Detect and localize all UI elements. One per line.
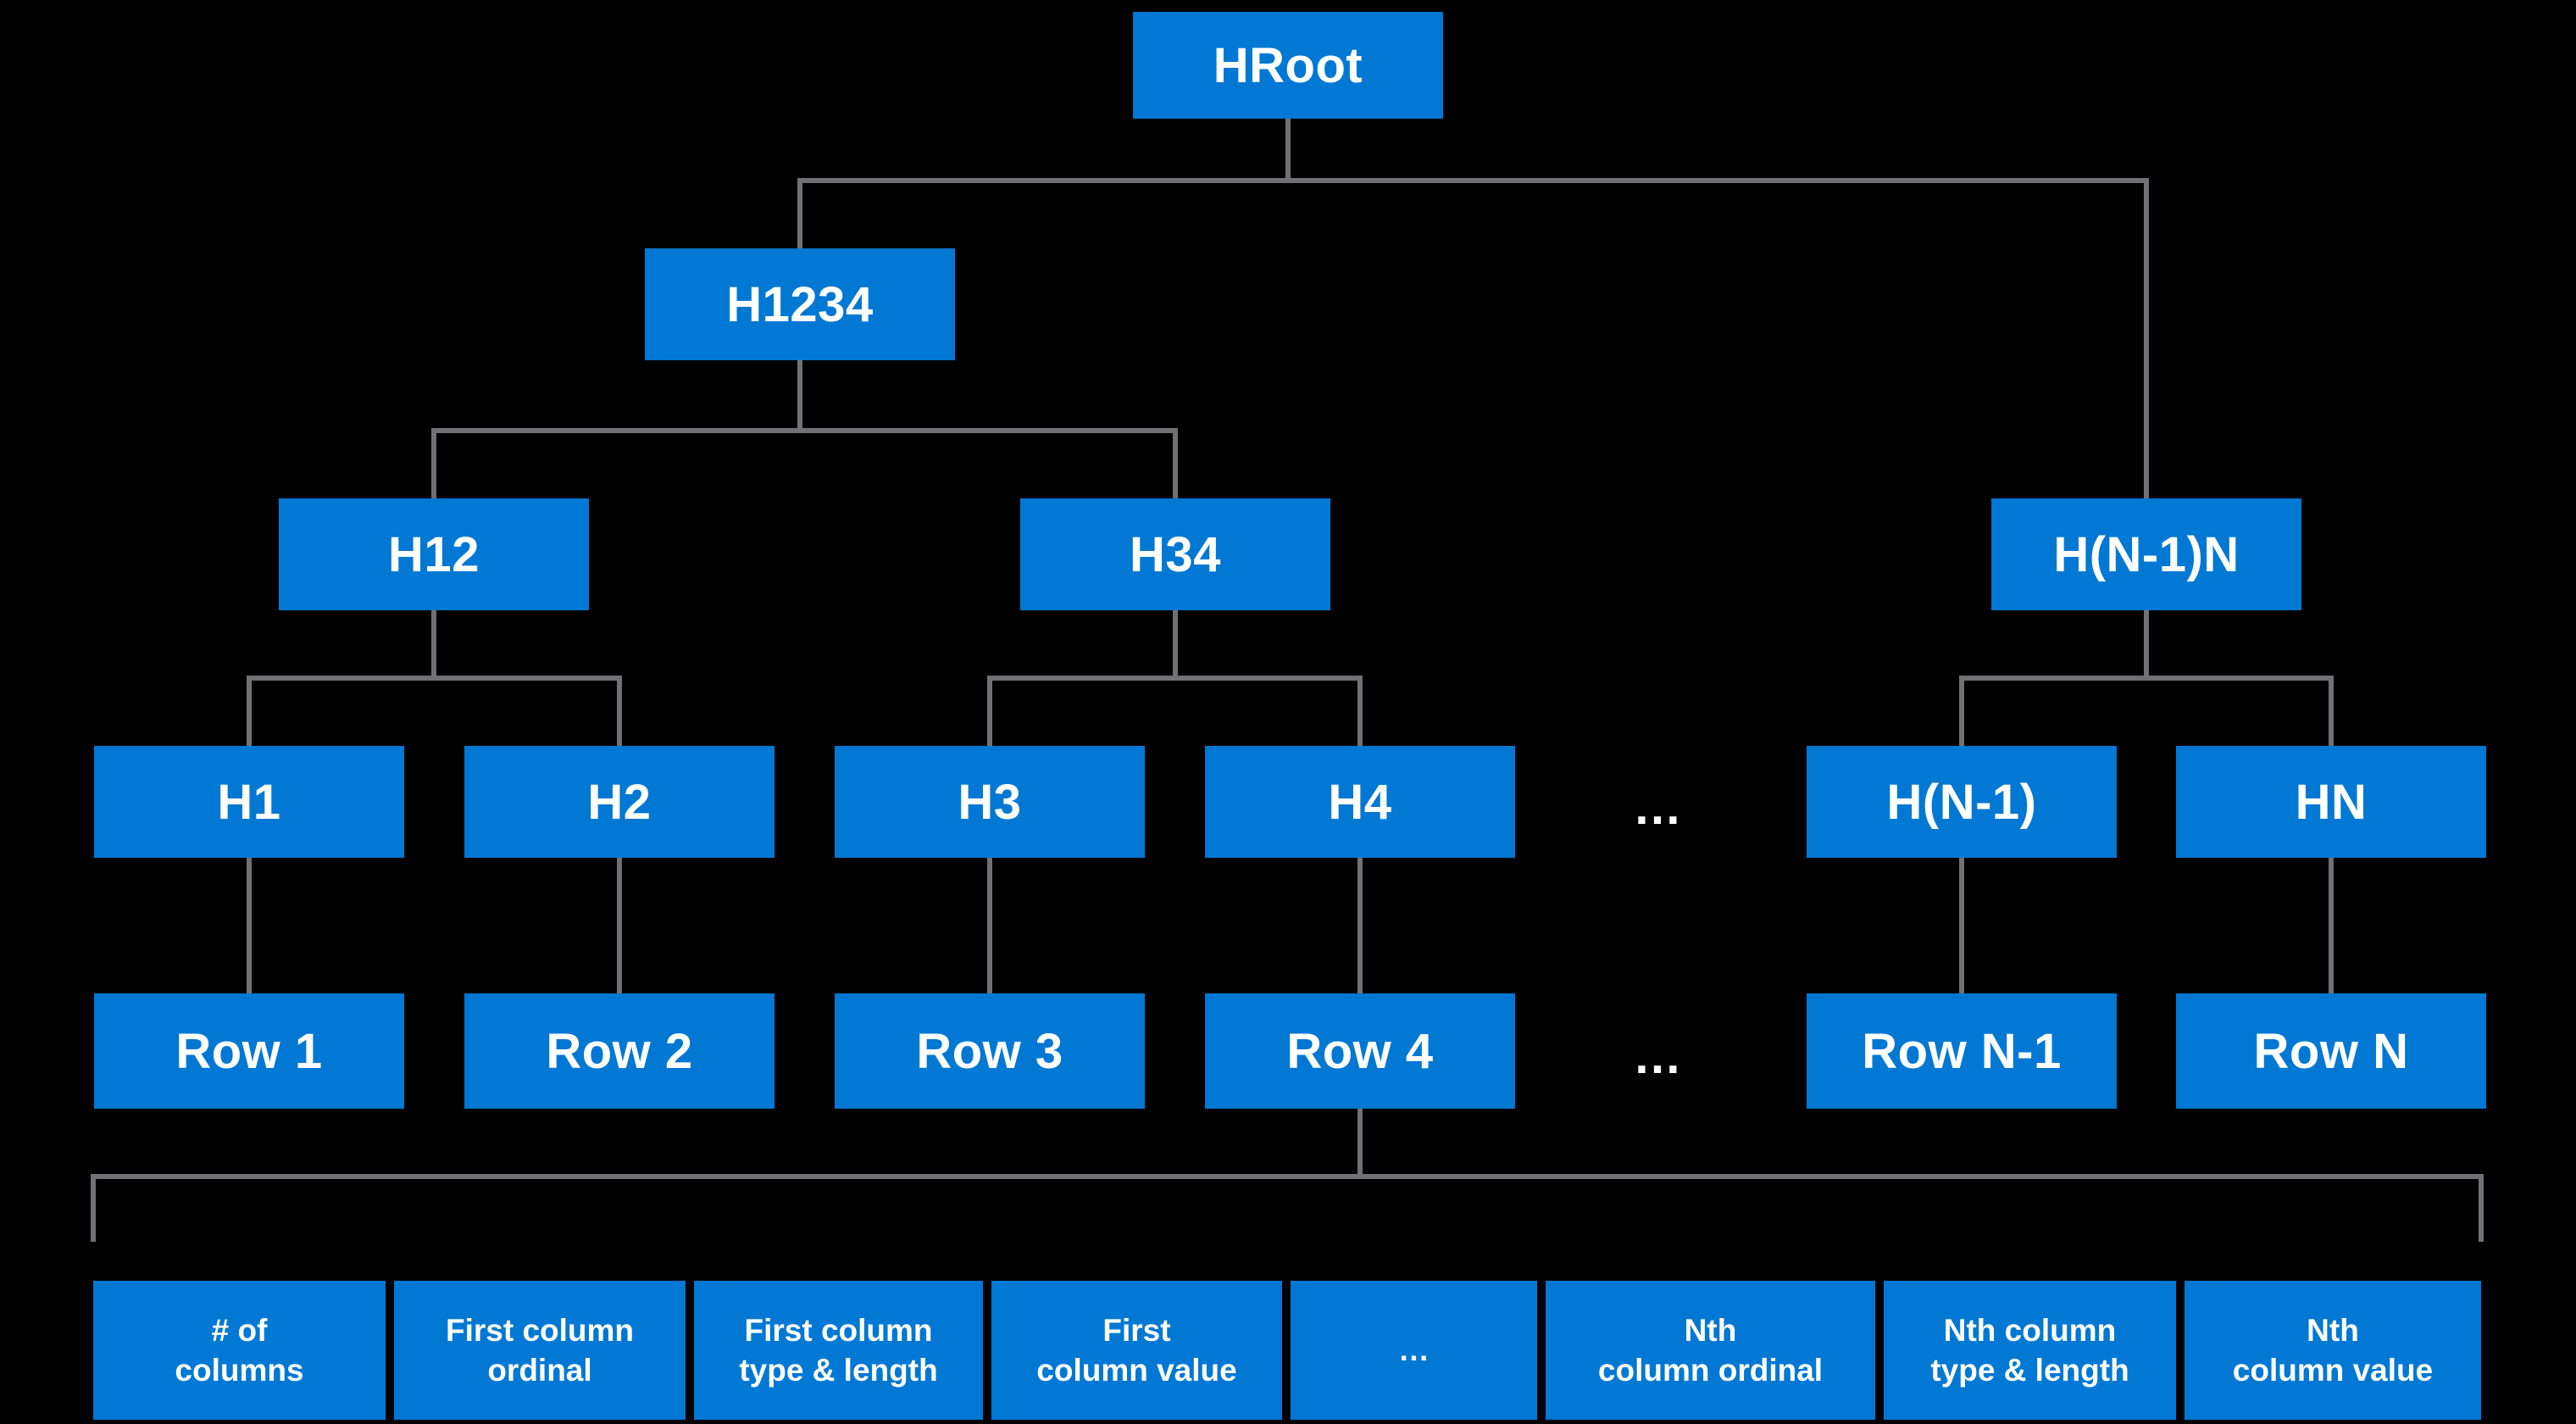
connector-vertical [1357,858,1363,993]
node-label: HRoot [1213,37,1363,93]
field-first-value: First column value [991,1281,1282,1420]
node-row-n: Row N [2176,993,2486,1109]
connector-vertical [1173,610,1178,681]
node-label: H(N-1) [1886,774,2037,830]
node-h1234: H1234 [645,248,955,360]
node-hn-1n: H(N-1)N [1991,498,2301,610]
node-label: H1234 [726,276,874,332]
field-label-line: First [1102,1312,1171,1348]
field-label-line: … [1398,1332,1430,1368]
field-label-line: Nth [1684,1312,1737,1348]
connector-vertical [2329,676,2334,746]
connector-vertical [247,676,252,746]
node-label: H2 [587,774,652,830]
node-row-2: Row 2 [464,993,774,1109]
field-label-line: type & length [1930,1353,2129,1388]
connector-vertical [91,1174,96,1242]
field-nth-ordinal: Nth column ordinal [1546,1281,1875,1420]
field-label-line: ordinal [487,1353,592,1388]
connector-vertical [987,858,992,993]
node-label: H4 [1328,774,1392,830]
field-field-ellipsis: … [1291,1281,1537,1420]
node-label: Row N-1 [1862,1023,2062,1079]
field-label-line: First column [744,1312,933,1348]
field-label-line: type & length [739,1353,938,1388]
field-label-line: column value [1036,1353,1237,1388]
field-first-type-length: First column type & length [694,1281,983,1420]
node-label: Row 1 [175,1023,323,1079]
connector-vertical [247,858,252,993]
field-label-line: First column [445,1312,635,1348]
node-label: Row 2 [546,1023,693,1079]
connector-vertical [431,428,436,498]
field-label-line: columns [175,1353,304,1388]
connector-horizontal [431,428,1178,433]
field-num-columns: # of columns [93,1281,386,1420]
connector-vertical [1959,858,1964,993]
node-label: H34 [1130,526,1221,582]
connector-vertical [2479,1174,2484,1242]
node-h2: H2 [464,746,774,858]
node-label: H(N-1)N [2053,526,2240,582]
connector-vertical [1357,676,1363,746]
field-first-ordinal: First column ordinal [394,1281,686,1420]
node-hroot: HRoot [1133,12,1443,119]
hash-level-ellipsis: … [1633,779,1689,835]
connector-vertical [987,676,992,746]
node-h34: H34 [1020,498,1330,610]
node-row-3: Row 3 [835,993,1145,1109]
node-label: H12 [388,526,480,582]
connector-vertical [1285,119,1291,183]
connector-vertical [2144,610,2149,681]
connector-vertical [1357,1109,1363,1179]
field-nth-type-length: Nth column type & length [1884,1281,2176,1420]
connector-vertical [617,858,622,993]
field-label-line: Nth column [1943,1312,2117,1348]
node-hn: HN [2176,746,2486,858]
node-h3: H3 [835,746,1145,858]
connector-vertical [797,178,802,248]
connector-vertical [617,676,622,746]
node-h4: H4 [1205,746,1515,858]
field-label-line: column ordinal [1597,1353,1824,1388]
connector-vertical [2144,178,2149,498]
node-hn-1: H(N-1) [1807,746,2117,858]
connector-vertical [431,610,436,681]
node-label: HN [2295,774,2368,830]
connector-vertical [2329,858,2334,993]
connector-horizontal [91,1174,2484,1179]
connector-vertical [1959,676,1964,746]
node-label: Row 3 [916,1023,1063,1079]
node-label: H1 [217,774,281,830]
node-label: H3 [958,774,1022,830]
node-h12: H12 [279,498,589,610]
connector-horizontal [797,178,2149,183]
node-row-n-1: Row N-1 [1807,993,2117,1109]
node-label: Row N [2253,1023,2409,1079]
field-label-line: column value [2232,1353,2434,1388]
node-row-4: Row 4 [1205,993,1515,1109]
row-level-ellipsis: … [1633,1028,1689,1084]
field-label-line: Nth [2307,1312,2359,1348]
node-h1: H1 [94,746,404,858]
field-label-line: # of [211,1312,268,1348]
connector-vertical [797,360,802,433]
connector-vertical [1173,428,1178,498]
node-row-1: Row 1 [94,993,404,1109]
field-nth-value: Nth column value [2185,1281,2481,1420]
node-label: Row 4 [1286,1023,1434,1079]
